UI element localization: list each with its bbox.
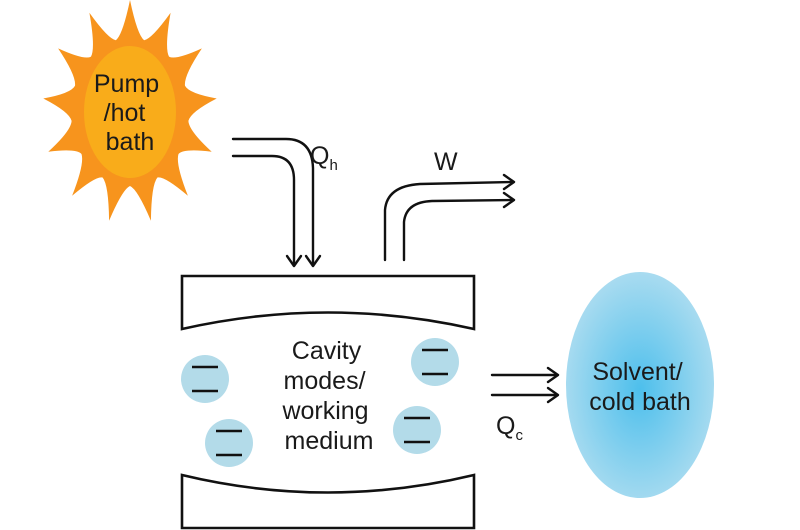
arrowhead-icon [285,254,303,268]
cold-bath-label-line: cold bath [589,388,690,416]
molecule-circle [411,338,459,386]
work-out-label: W [434,148,458,176]
arrowhead-icon [502,173,516,191]
cold-bath-label-line: Solvent/ [592,358,682,386]
arrowhead-icon [546,386,560,404]
cavity-label-line: Cavity [292,337,362,365]
cold-bath-label: Solvent/ cold bath [589,358,690,416]
heat-in-arrow-inner [231,154,296,267]
arrowhead-icon [502,191,516,209]
hot-bath-label: Pump /hot bath [94,70,166,156]
cavity-label: Cavity modes/ working medium [281,337,375,455]
arrowhead-icon [546,366,560,384]
heat-in-arrow: Qh [231,137,338,268]
heat-in-arrow-outer [231,137,315,267]
hot-bath-label-line: /hot [104,99,146,127]
molecule [411,338,459,386]
cavity-label-line: working [281,397,368,425]
work-out-arrow-outer [383,180,515,262]
hot-bath: Pump /hot bath [43,0,217,221]
molecule [205,419,253,467]
heat-out-subscript: c [515,427,523,444]
molecule [181,355,229,403]
cold-bath: Solvent/ cold bath [566,272,714,498]
hot-bath-core [84,46,176,178]
hot-bath-label-line: bath [106,128,155,156]
cavity-label-line: medium [285,427,374,455]
molecule-circle [205,419,253,467]
heat-in-symbol: Q [310,142,329,170]
molecule-circle [181,355,229,403]
work-out-arrow-inner [402,198,515,262]
hot-bath-label-line: Pump [94,70,159,98]
work-out-arrow: W [383,148,516,262]
molecule-circle [393,406,441,454]
arrowhead-icon [304,254,322,268]
heat-out-arrow: Qc [490,366,560,444]
molecule [393,406,441,454]
heat-out-label: Qc [496,412,523,444]
heat-in-label: Qh [310,142,338,174]
heat-in-subscript: h [329,157,337,174]
heat-out-symbol: Q [496,412,515,440]
molecules [181,338,459,467]
bottom-mirror [180,473,476,530]
cold-bath-ellipse [566,272,714,498]
cavity-label-line: modes/ [284,367,366,395]
top-mirror [180,274,476,331]
